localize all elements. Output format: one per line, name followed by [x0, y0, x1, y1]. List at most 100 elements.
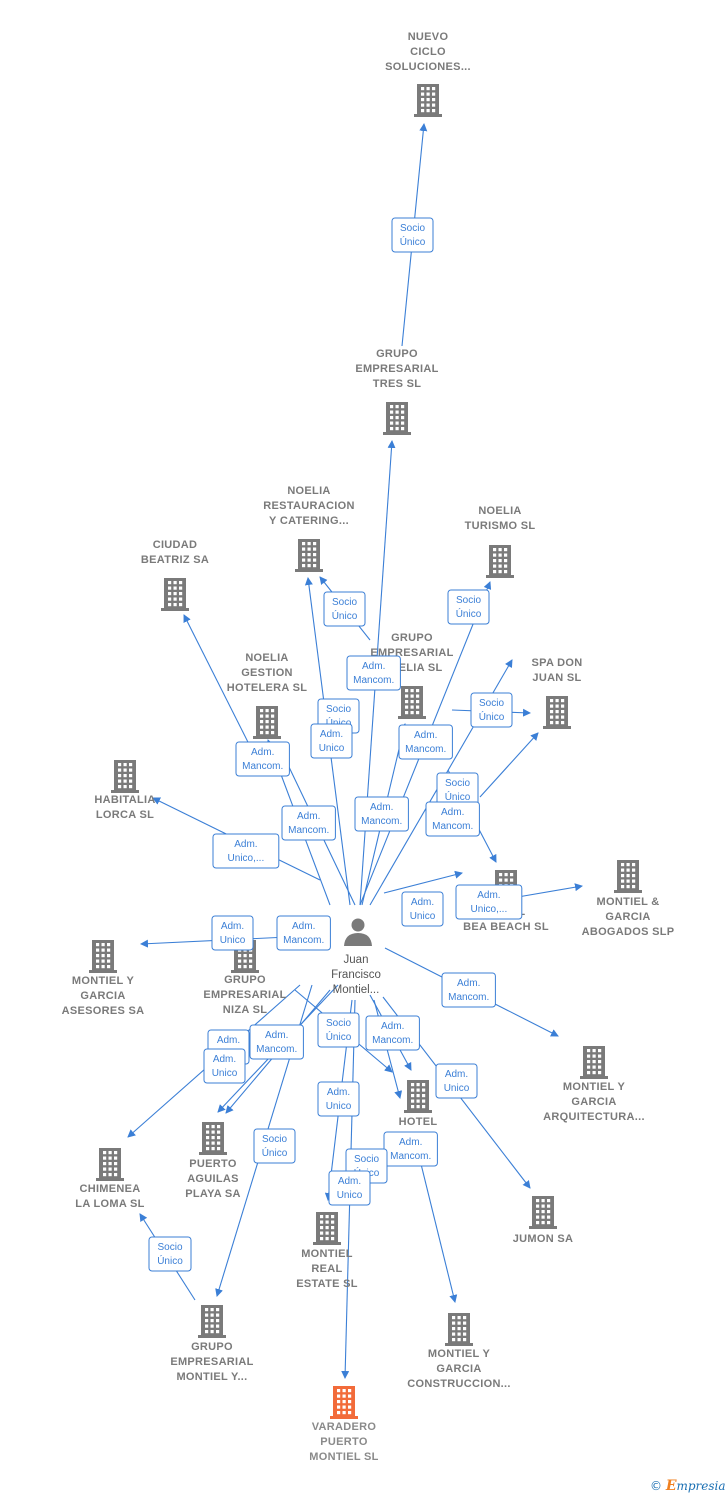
edge-label-text: Adm.: [414, 730, 437, 741]
edge-label-text: Unico,...: [471, 904, 508, 915]
edge-label-text: Mancom.: [448, 992, 489, 1003]
building-icon: [543, 696, 571, 729]
empresia-logo-initial: E: [665, 1478, 677, 1494]
edge-label-text: Adm.: [441, 807, 464, 818]
company-name-line: PLAYA SA: [185, 1188, 241, 1200]
edge-label-text: Unico: [326, 1101, 352, 1112]
edge-label-text: Unico: [220, 935, 246, 946]
edge-label-text: Unico: [212, 1068, 238, 1079]
edge-label-l29: Adm.Unico: [328, 1170, 371, 1206]
edge-label-l15: Adm.Unico: [401, 891, 444, 927]
person-node[interactable]: JuanFranciscoMontiel...: [331, 918, 381, 997]
edge-label-text: Adm.: [213, 1054, 236, 1065]
edge-label-l25: Adm.Unico: [435, 1063, 478, 1099]
edge-label-text: Socio: [400, 223, 425, 234]
edge-label-l18: Adm.Mancom.: [276, 915, 331, 951]
company-name-line: EMPRESARIAL: [170, 1356, 253, 1368]
edge-label-text: Mancom.: [283, 935, 324, 946]
company-name-line: EMPRESARIAL: [355, 363, 438, 375]
relation-edge-16: [511, 883, 583, 899]
edge-label-text: Socio: [262, 1134, 287, 1145]
company-node-montiel-garcia-arquitectura[interactable]: MONTIEL YGARCIAARQUITECTURA...: [543, 1046, 645, 1123]
company-name-line: Y CATERING...: [269, 515, 349, 527]
company-name-line: CICLO: [410, 46, 446, 58]
edge-label-text: Adm.: [411, 897, 434, 908]
company-name-line: MONTIEL Y...: [176, 1371, 247, 1383]
company-node-habitalia-lorca[interactable]: HABITALIA LORCA SL: [94, 760, 155, 821]
copyright-credit[interactable]: © Empresia: [650, 1478, 726, 1494]
edge-label-text: Mancom.: [390, 1151, 431, 1162]
building-icon: [161, 578, 189, 611]
company-name-line: GESTION: [241, 667, 293, 679]
edge-label-text: Mancom.: [353, 675, 394, 686]
edge-label-text: Adm.: [477, 890, 500, 901]
edge-label-text: Adm.: [234, 839, 257, 850]
company-name-line: BEA BEACH SL: [463, 921, 549, 933]
edge-label-text: Mancom.: [405, 744, 446, 755]
person-name-line: Montiel...: [333, 984, 380, 996]
edge-label-text: Adm.: [297, 811, 320, 822]
building-icon: [529, 1196, 557, 1229]
company-name-line: NOELIA: [245, 652, 288, 664]
edge-label-text: Adm.: [327, 1087, 350, 1098]
company-node-hotel-2[interactable]: HOTEL: [399, 1080, 438, 1128]
edge-label-text: Adm.: [320, 729, 343, 740]
company-node-noelia-gestion[interactable]: NOELIA GESTION HOTELERA SL: [227, 652, 308, 739]
person-icon: [344, 918, 372, 946]
company-name-line: GRUPO: [224, 974, 266, 986]
edge-label-l17: Adm.Unico: [211, 915, 254, 951]
company-name-line: GRUPO: [391, 632, 433, 644]
edge-label-l3: Adm.Mancom.: [346, 655, 401, 691]
company-name-line: MONTIEL SL: [309, 1451, 378, 1463]
edge-label-l21: Adm.Mancom.: [365, 1015, 420, 1051]
company-name-line: CONSTRUCCION...: [407, 1378, 511, 1390]
company-name-line: HABITALIA: [94, 794, 155, 806]
edge-label-text: Adm.: [265, 1030, 288, 1041]
edge-label-text: Mancom.: [432, 821, 473, 832]
company-name-line: HOTELERA SL: [227, 682, 308, 694]
building-icon: [111, 760, 139, 793]
edge-labels-layer: SocioÚnicoSocioÚnicoAdm.Mancom.SocioÚnic…: [148, 217, 523, 1272]
company-name-line: LORCA SL: [96, 809, 154, 821]
building-icon: [614, 860, 642, 893]
company-name-line: CIUDAD: [153, 539, 198, 551]
empresia-logo-text: mpresia: [676, 1479, 726, 1493]
edge-label-l19: Adm.Mancom.: [441, 972, 496, 1008]
company-node-nuevo-ciclo[interactable]: NUEVOCICLOSOLUCIONES...: [385, 31, 471, 117]
company-name-line: NUEVO: [408, 31, 449, 43]
company-name-line: AGUILAS: [187, 1173, 239, 1185]
company-name-line: MONTIEL: [301, 1248, 353, 1260]
edge-label-text: Mancom.: [288, 825, 329, 836]
edge-label-text: Único: [332, 609, 358, 622]
company-name-line: MONTIEL Y: [428, 1348, 491, 1360]
edge-label-l16: Adm. Unico,...: [455, 884, 523, 920]
company-node-montiel-garcia-construccion[interactable]: MONTIEL YGARCIACONSTRUCCION...: [407, 1313, 511, 1390]
company-name-line: CHIMENEA: [79, 1183, 140, 1195]
edge-label-text: Mancom.: [256, 1044, 297, 1055]
edge-label-text: Único: [326, 1030, 352, 1043]
relation-edge-29: [419, 1159, 458, 1303]
company-node-jumon[interactable]: JUMON SA: [513, 1196, 573, 1245]
person-name-line: Francisco: [331, 969, 381, 981]
company-name-line: REAL: [311, 1263, 342, 1275]
company-name-line: ASESORES SA: [62, 1005, 145, 1017]
edge-label-text: Socio: [354, 1154, 379, 1165]
building-icon: [580, 1046, 608, 1079]
